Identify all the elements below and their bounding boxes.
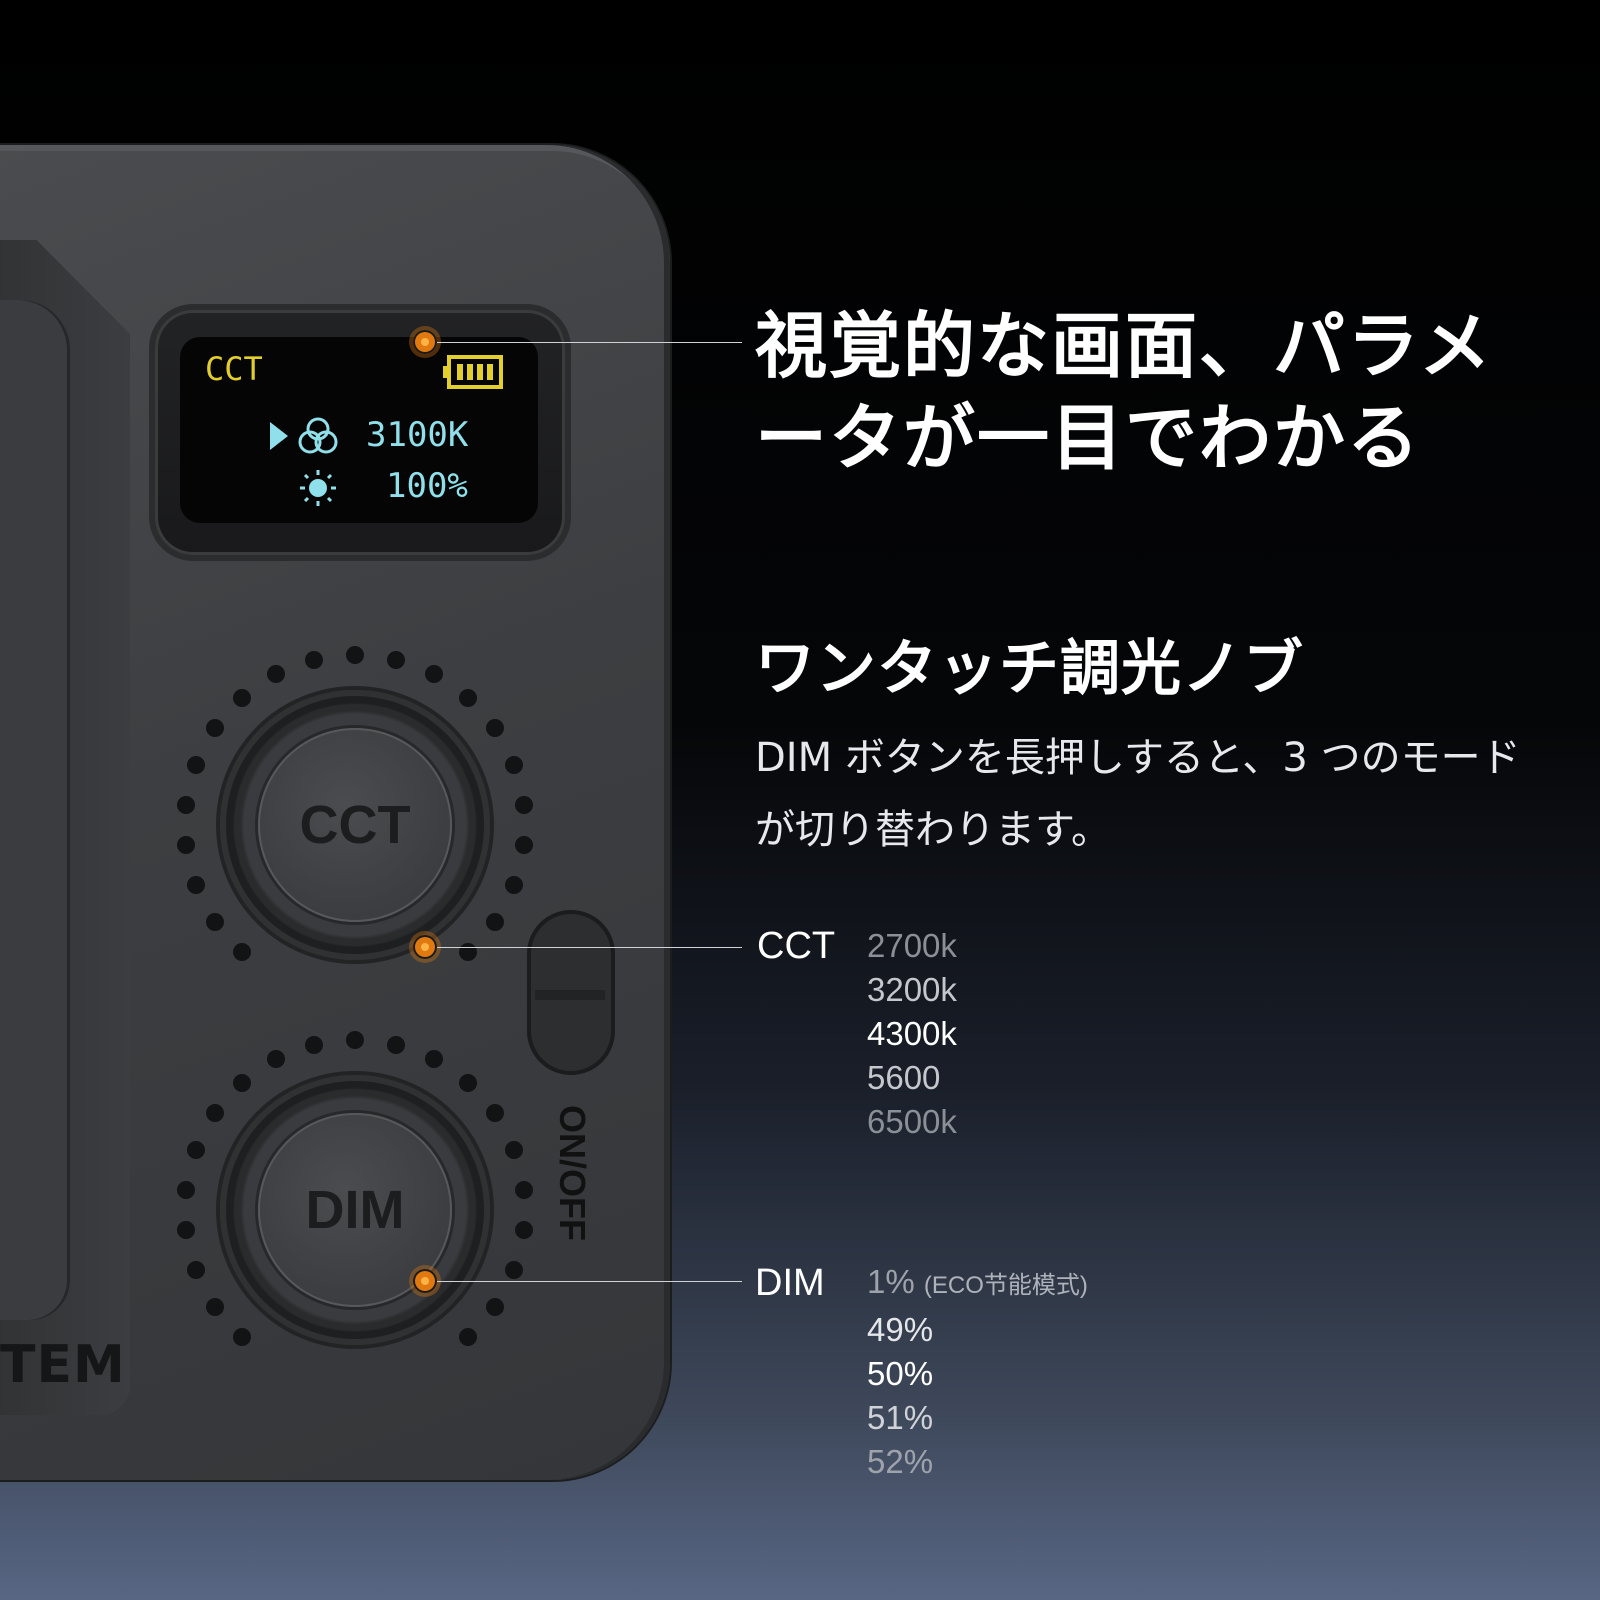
knob-indicator-dot bbox=[514, 1180, 533, 1199]
cct-values: 2700k 3200k 4300k 5600 6500k bbox=[867, 924, 957, 1144]
knob-indicator-dot bbox=[485, 719, 504, 738]
device-side-text: TEM bbox=[0, 1335, 126, 1395]
knob-indicator-dot bbox=[177, 836, 196, 855]
dim-value: 52% bbox=[867, 1443, 934, 1480]
dim-marker bbox=[413, 1269, 437, 1293]
knob-indicator-dot bbox=[485, 1104, 504, 1123]
screen-mode-text: CCT bbox=[205, 350, 263, 388]
dim-value: 1% bbox=[867, 1263, 915, 1300]
power-switch-label-wrap: ON/OFF bbox=[545, 1105, 605, 1265]
knob-indicator-dot bbox=[266, 1050, 285, 1069]
dim-label: DIM bbox=[755, 1262, 825, 1304]
knob-indicator-dot bbox=[233, 688, 252, 707]
knob-indicator-dot bbox=[177, 795, 196, 814]
knob-indicator-dot bbox=[187, 876, 206, 895]
knob-indicator-dot bbox=[177, 1180, 196, 1199]
dim-value: 50% bbox=[867, 1355, 934, 1392]
knob-indicator-dot bbox=[206, 912, 225, 931]
knob-indicator-dot bbox=[514, 1221, 533, 1240]
knob-indicator-dot bbox=[458, 943, 477, 962]
knob-indicator-dot bbox=[206, 1297, 225, 1316]
knob-indicator-dot bbox=[458, 688, 477, 707]
dim-knob-label: DIM bbox=[305, 1180, 405, 1240]
knob-indicator-dot bbox=[206, 1104, 225, 1123]
description: DIM ボタンを長押しすると、3 つのモードが切り替わります。 bbox=[755, 735, 1521, 853]
screen-color-temp: 3100K bbox=[366, 415, 469, 455]
dim-eco-note: (ECO节能模式) bbox=[923, 1272, 1088, 1299]
knob-indicator-dot bbox=[233, 1328, 252, 1347]
knob-indicator-dot bbox=[458, 1073, 477, 1092]
power-switch-slot bbox=[535, 990, 605, 1000]
knob-indicator-dot bbox=[425, 1050, 443, 1069]
knob-indicator-dot bbox=[346, 1031, 364, 1049]
cct-value: 6500k bbox=[867, 1103, 957, 1140]
knob-indicator-dot bbox=[187, 1261, 206, 1280]
knob-indicator-dot bbox=[504, 876, 523, 895]
cct-marker bbox=[413, 935, 437, 959]
screen-brightness: 100% bbox=[386, 466, 468, 506]
cct-value: 2700k bbox=[867, 927, 957, 964]
knob-indicator-dot bbox=[485, 912, 504, 931]
cct-value: 3200k bbox=[867, 971, 957, 1008]
knob-indicator-dot bbox=[386, 650, 405, 669]
cct-value: 4300k bbox=[867, 1015, 957, 1052]
dim-leader-line bbox=[437, 1281, 742, 1282]
cct-knob-label: CCT bbox=[299, 795, 411, 855]
knob-indicator-dot bbox=[233, 1073, 252, 1092]
knob-indicator-dot bbox=[514, 836, 533, 855]
power-switch-label: ON/OFF bbox=[552, 1105, 593, 1241]
knob-indicator-dot bbox=[386, 1035, 405, 1054]
cct-leader-line bbox=[437, 947, 742, 948]
knob-indicator-dot bbox=[305, 650, 324, 669]
knob-indicator-dot bbox=[266, 665, 285, 684]
knob-indicator-dot bbox=[305, 1035, 324, 1054]
color-temp-icon bbox=[298, 417, 338, 454]
cct-value: 5600 bbox=[867, 1059, 941, 1096]
battery-icon bbox=[443, 355, 503, 389]
knob-indicator-dot bbox=[485, 1297, 504, 1316]
knob-indicator-dot bbox=[458, 1328, 477, 1347]
dim-value: 49% bbox=[867, 1311, 934, 1348]
knob-indicator-dot bbox=[187, 755, 206, 774]
screen-marker bbox=[413, 330, 437, 354]
play-arrow-icon bbox=[270, 422, 288, 450]
knob-indicator-dot bbox=[233, 943, 252, 962]
subheading: ワンタッチ調光ノブ bbox=[755, 634, 1304, 704]
knob-indicator-dot bbox=[514, 795, 533, 814]
vent-grille bbox=[0, 300, 70, 1320]
screen-leader-line bbox=[437, 342, 742, 343]
dim-values: 1% (ECO节能模式) 49% 50% 51% 52% bbox=[867, 1260, 1088, 1484]
headline: 視覚的な画面、パラメータが一目でわかる bbox=[755, 304, 1493, 480]
dim-value-row: 1% (ECO节能模式) bbox=[867, 1260, 1088, 1308]
knob-indicator-dot bbox=[177, 1221, 196, 1240]
knob-indicator-dot bbox=[206, 719, 225, 738]
knob-indicator-dot bbox=[346, 646, 364, 664]
cct-label: CCT bbox=[757, 925, 836, 967]
knob-indicator-dot bbox=[504, 1140, 523, 1159]
dim-value: 51% bbox=[867, 1399, 934, 1436]
knob-indicator-dot bbox=[504, 755, 523, 774]
knob-indicator-dot bbox=[187, 1140, 206, 1159]
brightness-icon bbox=[300, 470, 336, 506]
knob-indicator-dot bbox=[504, 1261, 523, 1280]
cct-knob-cap[interactable]: CCT bbox=[258, 728, 452, 922]
knob-indicator-dot bbox=[425, 665, 443, 684]
